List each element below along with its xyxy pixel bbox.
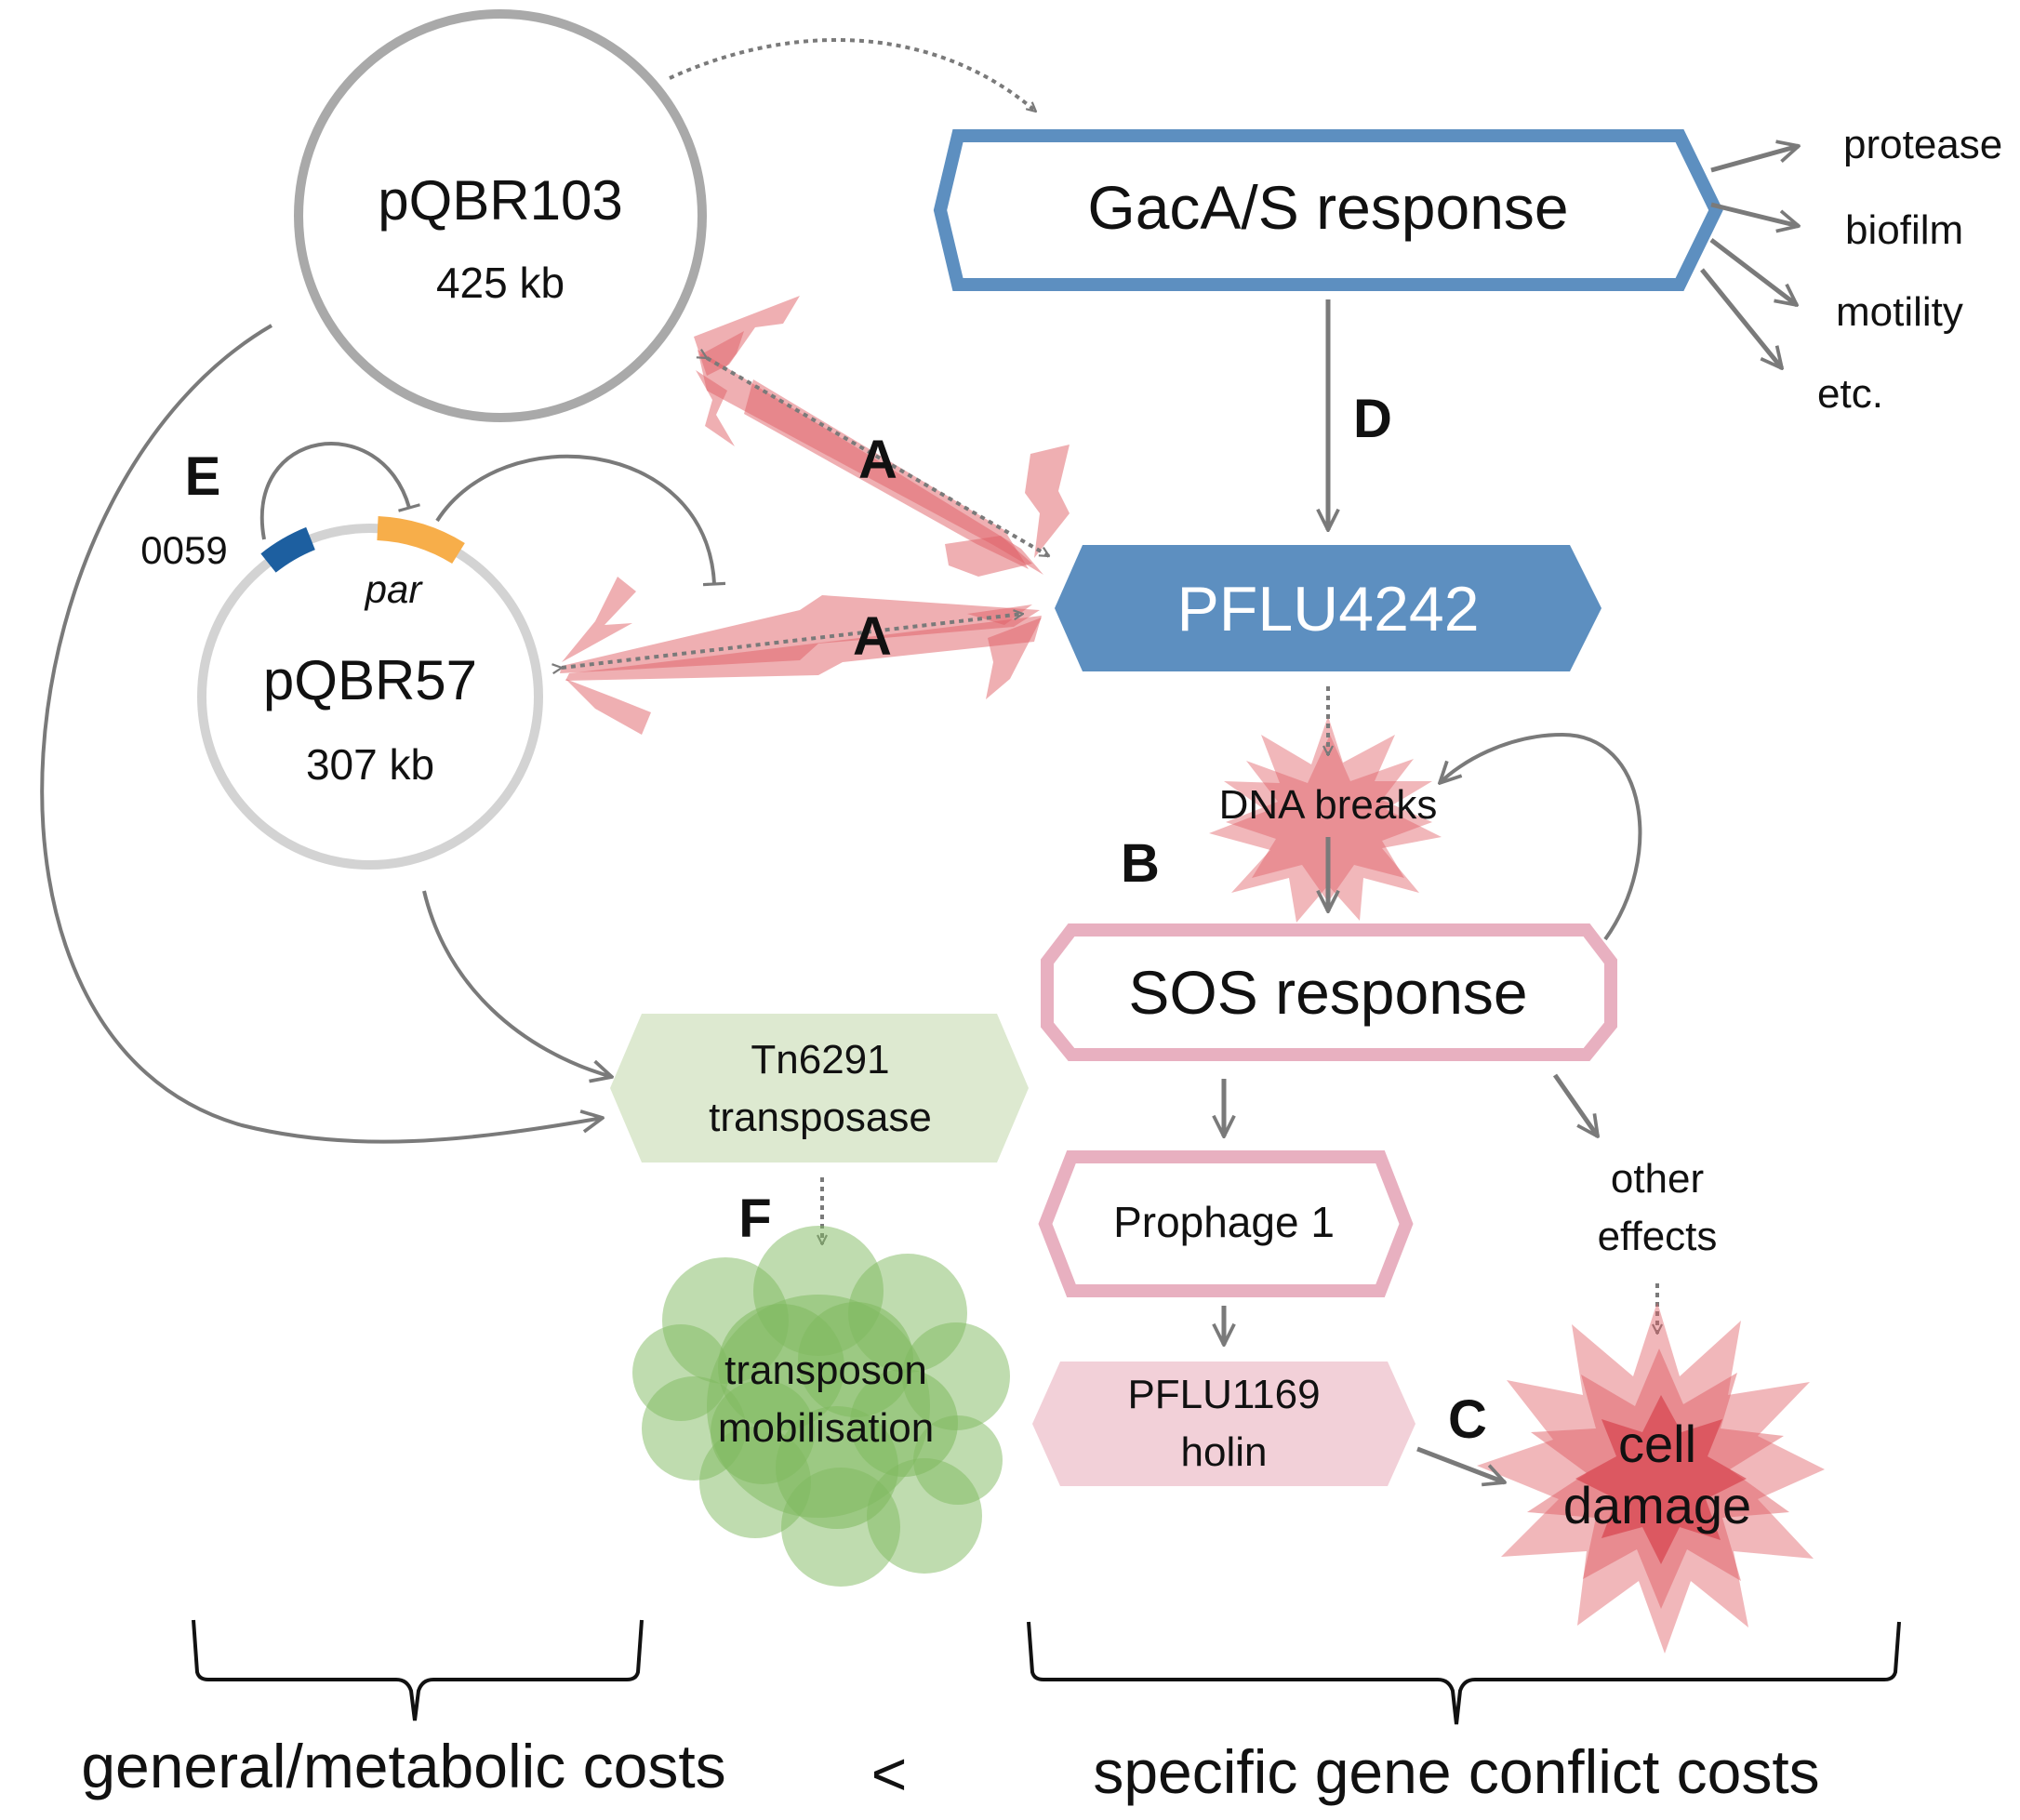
dna-breaks-label: DNA breaks xyxy=(1219,782,1438,828)
conflict-bolt-lower xyxy=(560,577,1042,735)
plasmid-pqbr57-size: 307 kb xyxy=(306,740,434,789)
holin-label-line1: PFLU1169 xyxy=(1127,1372,1320,1417)
prophage-label: Prophage 1 xyxy=(1113,1198,1335,1246)
plasmid-pqbr103-name: pQBR103 xyxy=(378,169,623,232)
plasmid-pqbr103-size: 425 kb xyxy=(436,259,565,307)
sos-response-node: SOS response xyxy=(1041,923,1617,1061)
conflict-arrows xyxy=(562,38,1049,668)
gene-par-marker xyxy=(377,516,465,565)
cell-damage-line2: damage xyxy=(1563,1476,1751,1534)
tn6291-node: Tn6291 transposase xyxy=(610,1014,1029,1162)
gaca-response-node: GacA/S response xyxy=(933,129,1723,291)
pqbr57-to-tn-arrow xyxy=(422,890,612,1077)
brace-right xyxy=(1027,1621,1901,1725)
output-protease: protease xyxy=(1843,122,2002,167)
label-a-upper: A xyxy=(858,430,897,490)
holin-node: PFLU1169 holin xyxy=(1032,1362,1415,1486)
other-effects-line2: effects xyxy=(1598,1214,1718,1259)
label-c: C xyxy=(1448,1389,1487,1450)
label-a-lower: A xyxy=(853,606,892,667)
transposon-label-line1: transposon xyxy=(724,1348,927,1393)
pqbr103-to-tn-arrow xyxy=(40,324,603,1144)
tn6291-label-line2: transposase xyxy=(709,1095,932,1140)
plasmid-pqbr57: pQBR57 307 kb 0059 par xyxy=(140,516,543,870)
gene-par-label: par xyxy=(364,567,424,611)
holin-label-line2: holin xyxy=(1181,1429,1268,1475)
cost-comparator: < xyxy=(871,1739,908,1808)
cost-label-right: specific gene conflict costs xyxy=(1093,1737,1819,1806)
cell-damage-line1: cell xyxy=(1618,1415,1696,1473)
cost-label-left: general/metabolic costs xyxy=(81,1732,725,1800)
label-d: D xyxy=(1353,389,1392,449)
plasmid-pqbr57-name: pQBR57 xyxy=(263,649,477,711)
gaca-output-arrows xyxy=(1700,146,1799,368)
dna-breaks-burst xyxy=(1209,716,1442,923)
transposon-cloud xyxy=(632,1226,1010,1587)
regulation-loops xyxy=(259,442,726,587)
gaca-label: GacA/S response xyxy=(1087,173,1568,242)
plasmid-pqbr103: pQBR103 425 kb xyxy=(294,9,707,422)
sos-feedback-loop xyxy=(1440,732,1642,941)
output-biofilm: biofilm xyxy=(1845,207,1963,253)
prophage-node: Prophage 1 xyxy=(1038,1150,1414,1297)
tn6291-label-line1: Tn6291 xyxy=(751,1037,889,1083)
sos-label: SOS response xyxy=(1128,958,1527,1027)
cell-damage-burst xyxy=(1477,1302,1825,1654)
other-effects-line1: other xyxy=(1611,1156,1704,1202)
transposon-label-line2: mobilisation xyxy=(718,1405,934,1451)
brace-left xyxy=(192,1619,644,1721)
sos-to-other-arrow xyxy=(1552,1073,1598,1136)
holin-to-damage-arrow xyxy=(1416,1446,1505,1482)
output-etc: etc. xyxy=(1817,371,1883,417)
label-e: E xyxy=(185,446,221,507)
label-f: F xyxy=(738,1189,771,1249)
output-motility: motility xyxy=(1836,289,1963,335)
pflu4242-label: PFLU4242 xyxy=(1176,574,1479,644)
label-b: B xyxy=(1121,833,1160,894)
gene-0059-marker xyxy=(260,526,316,573)
pflu4242-node: PFLU4242 xyxy=(1055,545,1601,671)
gene-0059-label: 0059 xyxy=(140,528,227,572)
